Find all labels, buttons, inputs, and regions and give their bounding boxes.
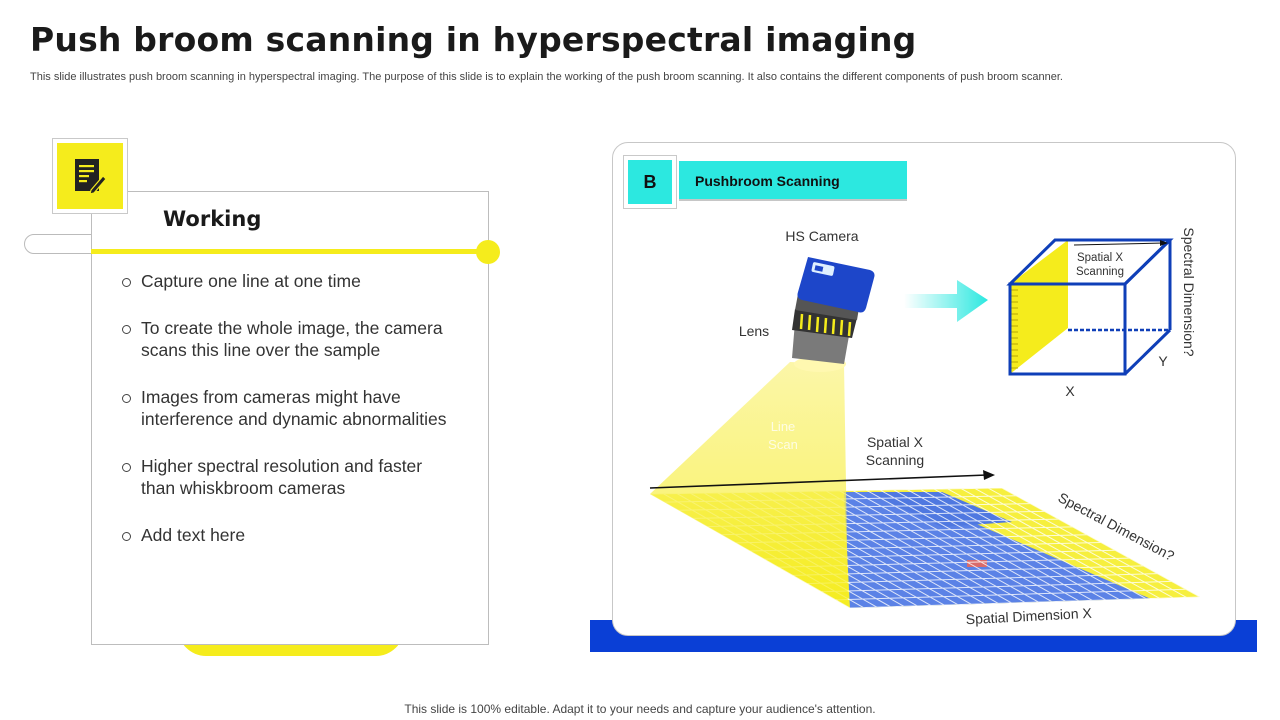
grid-column-line [839, 490, 1039, 603]
document-pen-icon [57, 143, 123, 209]
working-bullet-list: Capture one line at one time To create t… [121, 270, 451, 570]
hyperspectral-cube [1006, 238, 1174, 376]
grid-column-line [934, 488, 1133, 600]
working-icon-frame [52, 138, 128, 214]
grid-column-line [988, 488, 1187, 598]
bullet-item: Higher spectral resolution and faster th… [121, 455, 451, 500]
section-badge: B [628, 160, 672, 204]
bullet-item: Capture one line at one time [121, 270, 451, 293]
grid-column-line [947, 488, 1147, 600]
grid-column-line [879, 489, 1080, 602]
lens-label: Lens [739, 323, 769, 339]
cube-y-label: Y [1158, 353, 1168, 369]
bullet-item: To create the whole image, the camera sc… [121, 317, 451, 362]
working-divider-dot [476, 240, 500, 264]
hs-camera-label: HS Camera [785, 228, 858, 244]
cube-x-label: X [1065, 383, 1075, 399]
grid-column-line [893, 489, 1093, 601]
line-scan-label-2: Scan [768, 437, 798, 452]
grid-column-line [906, 489, 1107, 601]
grid-column-line [974, 488, 1174, 599]
bullet-item: Images from cameras might have interfere… [121, 386, 451, 431]
page-footer: This slide is 100% editable. Adapt it to… [404, 702, 876, 716]
spectral-dimension-vertical-label: Spectral Dimension? [1181, 227, 1197, 356]
cube-spatial-x-scanning-label-2: Scanning [1076, 266, 1124, 278]
working-heading: Working [163, 207, 262, 231]
grid-column-line [852, 490, 1053, 603]
grid-column-line [825, 490, 1026, 603]
hs-camera-icon [792, 257, 875, 372]
pushbroom-heading: Pushbroom Scanning [695, 173, 840, 189]
working-divider [91, 249, 483, 254]
pushbroom-diagram: Line Scan HS Camera Lens Spatial X Scann… [649, 227, 1200, 628]
pushbroom-heading-banner: Pushbroom Scanning [679, 161, 907, 201]
cyan-transition-arrow [904, 280, 988, 322]
section-badge-frame: B [623, 155, 677, 209]
spatial-x-arrow [649, 474, 988, 489]
grid-column-line [961, 488, 1160, 599]
line-scan-label-1: Line [771, 419, 796, 434]
page-subtitle: This slide illustrates push broom scanni… [30, 71, 1063, 83]
spatial-x-scanning-label-1: Spatial X [867, 434, 924, 450]
spatial-x-scanning-label-2: Scanning [866, 452, 924, 468]
working-card [91, 191, 489, 645]
page-title: Push broom scanning in hyperspectral ima… [30, 20, 917, 59]
cube-spatial-x-scanning-label-1: Spatial X [1077, 252, 1123, 264]
spatial-dimension-x-label: Spatial Dimension X [965, 605, 1092, 628]
grid-column-line [920, 488, 1120, 600]
grid-column-line [866, 489, 1066, 602]
bullet-item: Add text here [121, 524, 451, 547]
spatial-x-arrowhead [983, 470, 995, 480]
